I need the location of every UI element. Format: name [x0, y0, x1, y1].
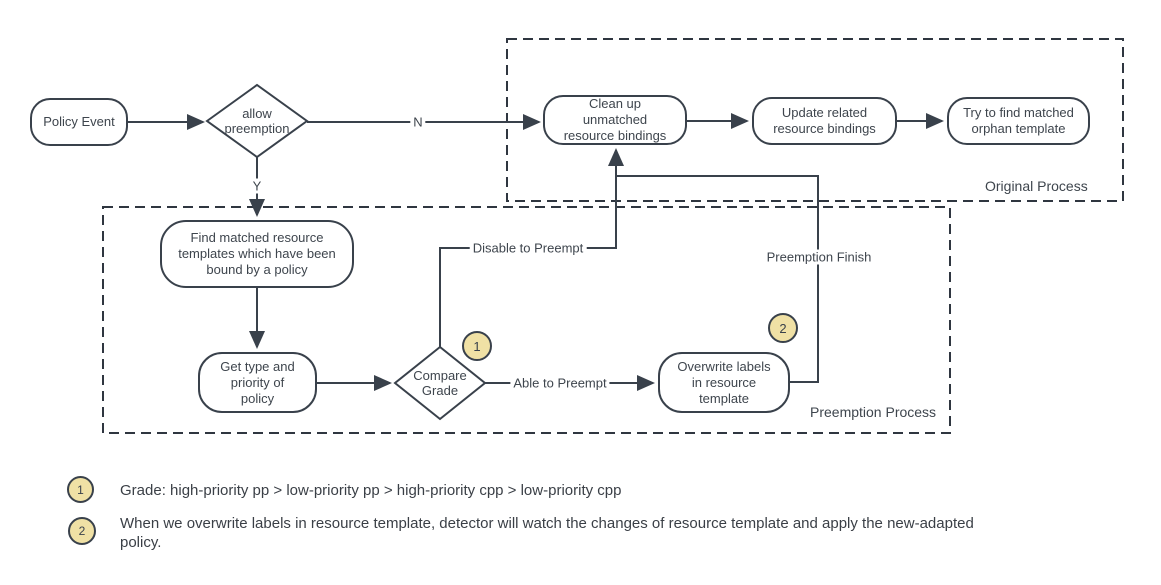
node-clean-up: Clean up unmatched resource bindings	[543, 95, 687, 145]
node-clean-up-label: Clean up unmatched resource bindings	[563, 96, 667, 143]
badge-overwrite-reference: 2	[768, 313, 798, 343]
note-2-text: When we overwrite labels in resource tem…	[120, 515, 974, 551]
edge-label-preemption-finish: Preemption Finish	[763, 249, 875, 265]
node-update-related-label: Update related resource bindings	[773, 105, 876, 136]
edge-label-able-to-preempt: Able to Preempt	[510, 375, 610, 391]
node-policy-event-label: Policy Event	[43, 114, 115, 129]
node-overwrite-labels: Overwrite labels in resource template	[658, 352, 790, 413]
decision-allow-preemption-label: allow preemption	[224, 106, 290, 136]
node-try-find: Try to find matched orphan template	[947, 97, 1090, 145]
node-overwrite-labels-label: Overwrite labels in resource template	[677, 358, 771, 406]
preemption-process-group-label: Preemption Process	[810, 404, 937, 420]
decision-compare-grade-label: Compare Grade	[413, 368, 467, 398]
node-policy-event: Policy Event	[30, 98, 128, 146]
preemption-process-group-box	[102, 206, 951, 434]
decision-compare-grade-shape	[393, 345, 487, 421]
note-2-badge: 2	[68, 517, 96, 545]
edge-label-disable-to-preempt: Disable to Preempt	[469, 240, 587, 256]
node-try-find-label: Try to find matched orphan template	[963, 105, 1074, 136]
original-process-group-label: Original Process	[985, 178, 1088, 194]
note-1-badge: 1	[67, 476, 94, 503]
node-update-related: Update related resource bindings	[752, 97, 897, 145]
original-process-group-box	[506, 38, 1124, 202]
node-get-type-label: Get type and priority of policy	[220, 358, 295, 406]
edge-label-no: N	[410, 114, 426, 130]
edge-label-yes: Y	[249, 178, 265, 194]
node-find-matched: Find matched resource templates which ha…	[160, 220, 354, 288]
decision-allow-preemption-shape	[205, 83, 309, 159]
badge-grade-reference: 1	[462, 331, 492, 361]
edge-overwrite-finish-to-cleanup	[617, 175, 819, 383]
node-get-type: Get type and priority of policy	[198, 352, 317, 413]
node-find-matched-label: Find matched resource templates which ha…	[178, 230, 336, 277]
note-1-text: Grade: high-priority pp > low-priority p…	[120, 482, 622, 499]
